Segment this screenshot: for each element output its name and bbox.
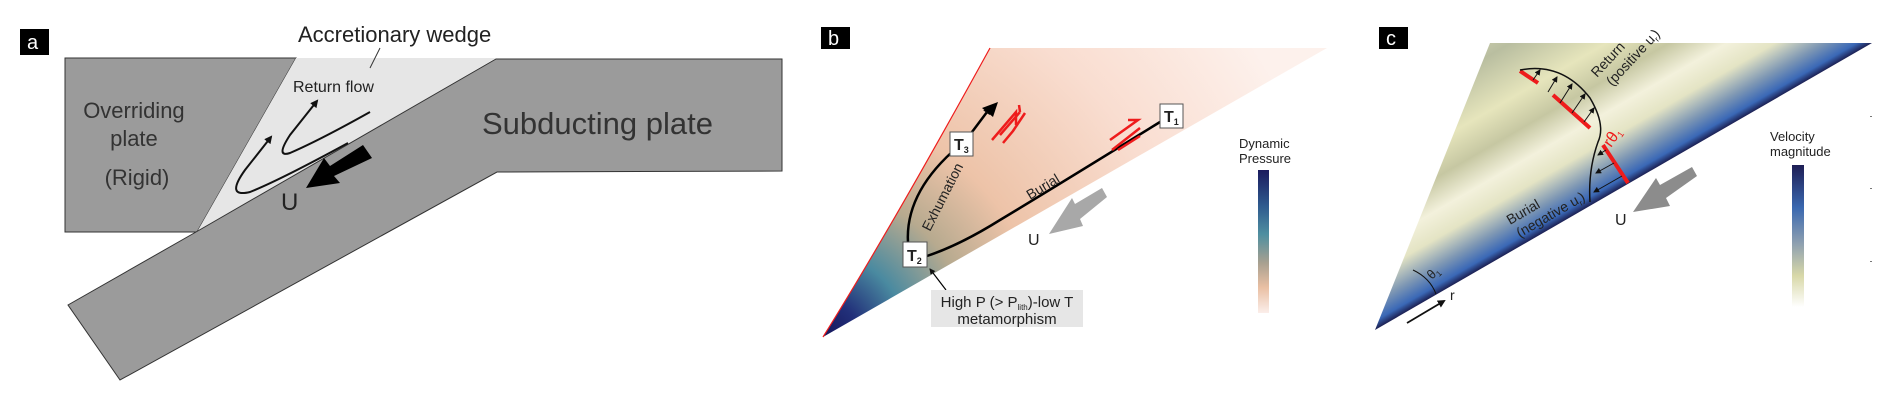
pressure-wedge xyxy=(823,48,1327,337)
velocity-arrow-b xyxy=(1049,188,1107,234)
colorbar-c-title: Velocity magnitude xyxy=(1770,129,1831,159)
colorbar-b xyxy=(1258,170,1269,313)
velocity-label-c: U xyxy=(1615,212,1627,229)
shear-sense-arrows-upper xyxy=(991,104,1027,144)
burial-path xyxy=(926,120,1161,258)
t3-marker: T3 xyxy=(949,131,974,157)
colorbar-c xyxy=(1792,165,1804,307)
r-axis-label: r xyxy=(1450,287,1455,303)
overriding-plate-label: Overriding plate (Rigid) xyxy=(83,98,191,190)
panel-c: c rθ1 Return (positive ur) Burial (negat… xyxy=(1375,26,1872,330)
annotation-line2: metamorphism xyxy=(957,311,1056,328)
panel-a-label: a xyxy=(27,32,39,54)
panel-b: b T1 T2 T3 Exhumation Buri xyxy=(821,27,1327,338)
panel-a: a Accretionary wedge Return flow Overrid… xyxy=(20,22,783,381)
r-theta-label: rθ1 xyxy=(1600,125,1626,151)
annotation-pointer xyxy=(929,268,947,291)
return-flow-arrow-inner xyxy=(281,99,371,155)
panel-a-label-box xyxy=(20,29,49,55)
exhumation-arrowhead xyxy=(982,102,998,117)
panel-b-label-box xyxy=(821,27,850,49)
velocity-arrow-c xyxy=(1633,167,1697,212)
panel-c-label-box xyxy=(1379,27,1408,49)
return-flow-arrow-outer xyxy=(235,135,349,194)
subducting-plate-label: Subducting plate xyxy=(482,106,713,141)
red-segment-lower xyxy=(1601,143,1630,185)
theta-arc xyxy=(1412,269,1437,295)
zero-velocity-red-line xyxy=(1518,69,1540,85)
colorbar-b-title: Dynamic Pressure xyxy=(1239,136,1293,166)
velocity-label-b: U xyxy=(1028,232,1040,249)
panel-c-label: c xyxy=(1386,28,1396,50)
t2-marker: T2 xyxy=(902,241,928,268)
velocity-label-a: U xyxy=(281,189,298,216)
velocity-arrow xyxy=(306,145,372,188)
annotation-box xyxy=(931,290,1083,327)
accretionary-wedge-label: Accretionary wedge xyxy=(298,22,491,47)
shear-sense-arrows-lower xyxy=(1109,118,1142,152)
svg-text:T1: T1 xyxy=(1164,109,1179,127)
red-segment-upper xyxy=(1551,93,1592,130)
return-flow-label: Return flow xyxy=(293,79,374,96)
wedge-top-boundary xyxy=(822,47,991,338)
wedge-leader-line xyxy=(369,47,381,69)
subducting-plate xyxy=(67,58,783,381)
velocity-wedge xyxy=(1375,43,1872,330)
velocity-profile-curve xyxy=(1519,67,1602,203)
exhumation-path xyxy=(906,151,953,244)
svg-text:T2: T2 xyxy=(907,248,922,266)
edge-tick-marks xyxy=(1870,116,1872,262)
panel-b-label: b xyxy=(828,28,839,50)
velocity-profile-arrows xyxy=(1532,69,1623,193)
annotation-line1: High P (> Plith)-low T xyxy=(941,294,1074,312)
r-axis-arrow xyxy=(1406,299,1446,324)
t1-marker: T1 xyxy=(1159,103,1184,129)
svg-text:T3: T3 xyxy=(954,137,969,155)
